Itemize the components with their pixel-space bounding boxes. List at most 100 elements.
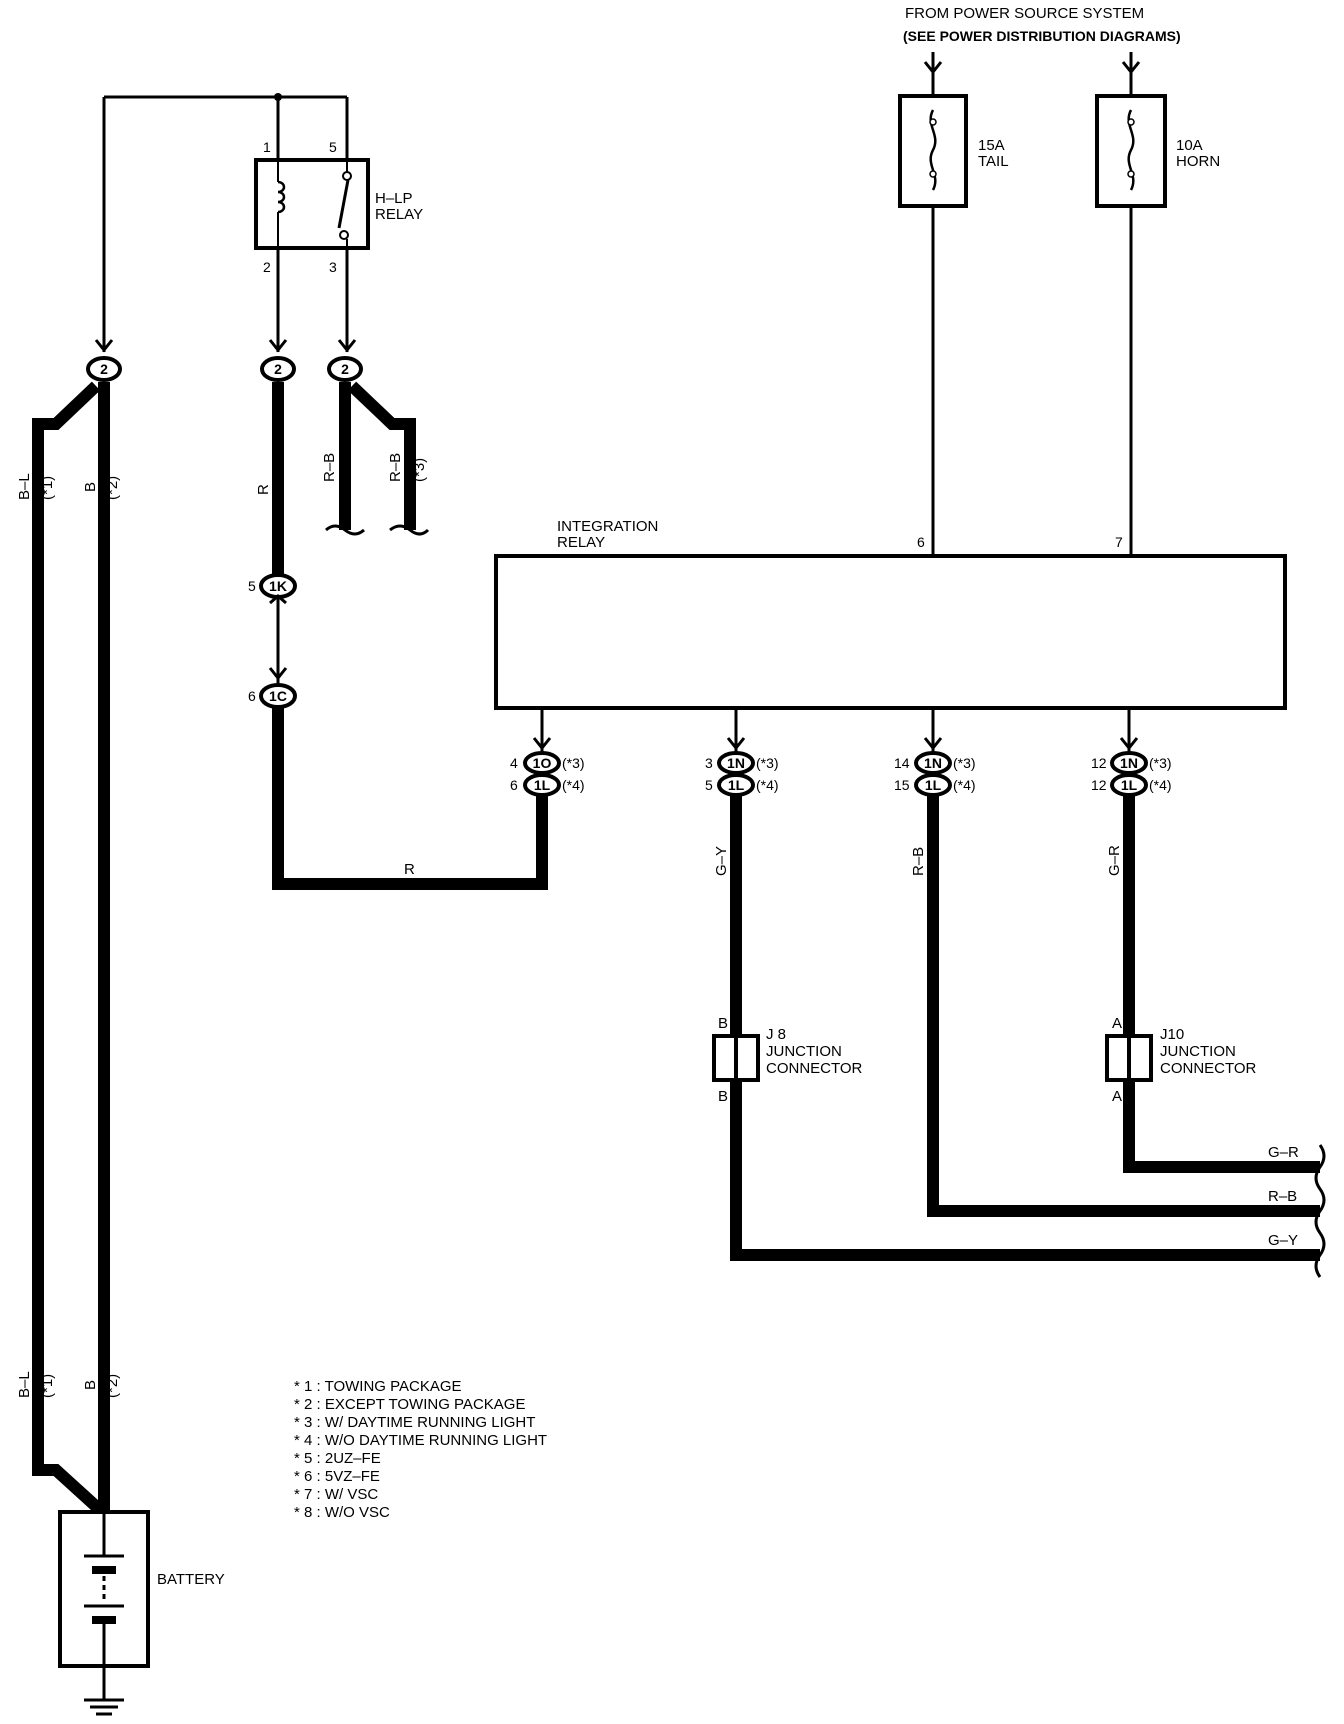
- wire-label-rb-right-note: (*3): [411, 458, 428, 482]
- svg-text:1N: 1N: [727, 755, 745, 771]
- svg-text:(*3): (*3): [1149, 755, 1172, 771]
- svg-text:2: 2: [100, 361, 108, 377]
- junction-j10: A A J10 JUNCTION CONNECTOR: [1105, 1015, 1257, 1105]
- j10-pin-bottom: A: [1112, 1088, 1122, 1105]
- ir-pin-6: 6: [917, 534, 925, 550]
- svg-text:12: 12: [1091, 777, 1107, 793]
- wire-label-gr-vertical: G–R: [1106, 845, 1123, 876]
- hlp-relay-box: [254, 158, 370, 250]
- note-3: * 3 : W/ DAYTIME RUNNING LIGHT: [294, 1414, 535, 1431]
- wire-r-horizontal: [272, 707, 548, 890]
- note-7: * 7 : W/ VSC: [294, 1486, 378, 1503]
- j10-pin-top: A: [1112, 1015, 1122, 1032]
- j10-label-2: CONNECTOR: [1160, 1060, 1257, 1077]
- notes-list: * 1 : TOWING PACKAGE * 2 : EXCEPT TOWING…: [294, 1378, 547, 1521]
- integration-relay-box: [494, 554, 1287, 710]
- svg-text:1L: 1L: [925, 777, 942, 793]
- svg-text:1L: 1L: [534, 777, 551, 793]
- ground-icon: [84, 1666, 124, 1716]
- wire-b-l: [32, 381, 105, 1515]
- fuse-horn: 10A HORN: [1095, 52, 1220, 208]
- wire-label-gr-out: G–R: [1268, 1144, 1299, 1161]
- junction-j8: B B J 8 JUNCTION CONNECTOR: [712, 1015, 863, 1105]
- j8-pin-top: B: [718, 1015, 728, 1032]
- wire-label-b-top: B (*2): [82, 476, 121, 500]
- j10-label-1: JUNCTION: [1160, 1043, 1236, 1060]
- wire-rb-right: [347, 381, 416, 530]
- wire-break-icon: [1314, 1144, 1326, 1278]
- note-6: * 6 : 5VZ–FE: [294, 1468, 380, 1485]
- ir-pin-7: 7: [1115, 534, 1123, 550]
- ir-connector-group-1: 1O 1L 4 6 (*3) (*4): [510, 708, 585, 797]
- hlp-pin-1: 1: [263, 139, 271, 155]
- hlp-relay: 1 5 2 3 H–LP RELAY: [104, 93, 423, 275]
- wire-rb-vertical: [927, 796, 1320, 1217]
- svg-text:4: 4: [510, 755, 518, 771]
- connector-1c: 1C 6: [248, 683, 297, 709]
- svg-text:(*1): (*1): [39, 1374, 56, 1398]
- fuse-horn-name: HORN: [1176, 153, 1220, 170]
- svg-text:B–L: B–L: [16, 473, 33, 500]
- hlp-relay-label-2: RELAY: [375, 206, 423, 223]
- wire-label-b-bottom: B (*2): [82, 1374, 121, 1398]
- svg-text:(*4): (*4): [756, 777, 779, 793]
- hlp-pin-3: 3: [329, 259, 337, 275]
- pin-5-1k: 5: [248, 578, 256, 594]
- note-2: * 2 : EXCEPT TOWING PACKAGE: [294, 1396, 525, 1413]
- integration-relay: INTEGRATION RELAY 6 7: [494, 518, 1287, 710]
- note-4: * 4 : W/O DAYTIME RUNNING LIGHT: [294, 1432, 547, 1449]
- fuse-horn-amp: 10A: [1176, 137, 1203, 154]
- j8-label-1: JUNCTION: [766, 1043, 842, 1060]
- fuse-tail: 15A TAIL: [898, 52, 1009, 208]
- wire-gy-out: [730, 1080, 1320, 1261]
- svg-text:15: 15: [894, 777, 910, 793]
- pin-6-1c: 6: [248, 688, 256, 704]
- note-8: * 8 : W/O VSC: [294, 1504, 390, 1521]
- header-line2: (SEE POWER DISTRIBUTION DIAGRAMS): [903, 28, 1181, 44]
- svg-text:3: 3: [705, 755, 713, 771]
- svg-text:B–L: B–L: [16, 1371, 33, 1398]
- wire-label-gy-vertical: G–Y: [713, 846, 730, 876]
- integration-relay-label-2: RELAY: [557, 534, 605, 551]
- header-line1: FROM POWER SOURCE SYSTEM: [905, 5, 1144, 22]
- connector-2-right: 2: [327, 356, 363, 382]
- svg-text:1C: 1C: [269, 688, 287, 704]
- fuse-tail-amp: 15A: [978, 137, 1005, 154]
- wire-label-bl-bottom: B–L (*1): [16, 1371, 56, 1398]
- relay-coil-icon: [277, 162, 286, 248]
- wire-label-rb-left: R–B: [321, 453, 338, 482]
- connector-2-mid: 2: [260, 356, 296, 382]
- j10-id: J10: [1160, 1026, 1184, 1043]
- svg-text:(*3): (*3): [953, 755, 976, 771]
- svg-text:5: 5: [705, 777, 713, 793]
- svg-text:(*4): (*4): [562, 777, 585, 793]
- hlp-relay-label-1: H–LP: [375, 190, 413, 207]
- wire-label-r-horizontal: R: [404, 861, 415, 878]
- hlp-pin-2: 2: [263, 259, 271, 275]
- svg-text:2: 2: [341, 361, 349, 377]
- svg-text:6: 6: [510, 777, 518, 793]
- svg-text:(*1): (*1): [39, 476, 56, 500]
- wire-label-rb-right: R–B: [387, 453, 404, 482]
- svg-text:14: 14: [894, 755, 910, 771]
- wire-label-bl-top: B–L (*1): [16, 473, 56, 500]
- wire-gr-out: [1123, 1080, 1320, 1173]
- svg-text:(*3): (*3): [562, 755, 585, 771]
- svg-text:(*4): (*4): [1149, 777, 1172, 793]
- note-5: * 5 : 2UZ–FE: [294, 1450, 381, 1467]
- ir-connector-group-4: 1N 1L 12 12 (*3) (*4): [1091, 708, 1172, 797]
- j8-pin-bottom: B: [718, 1088, 728, 1105]
- power-source-header: FROM POWER SOURCE SYSTEM (SEE POWER DIST…: [903, 5, 1181, 44]
- ir-connector-group-3: 1N 1L 14 15 (*3) (*4): [894, 708, 976, 797]
- svg-text:B: B: [82, 482, 99, 492]
- connector-1k: 1K 5: [248, 573, 297, 599]
- svg-text:(*2): (*2): [104, 1374, 121, 1398]
- wire-label-rb-out: R–B: [1268, 1188, 1297, 1205]
- svg-text:12: 12: [1091, 755, 1107, 771]
- note-1: * 1 : TOWING PACKAGE: [294, 1378, 462, 1395]
- svg-text:1N: 1N: [924, 755, 942, 771]
- connector-2-left: 2: [86, 356, 122, 382]
- svg-text:B: B: [82, 1380, 99, 1390]
- wire-break-icon: [325, 524, 365, 536]
- battery-label: BATTERY: [157, 1571, 225, 1588]
